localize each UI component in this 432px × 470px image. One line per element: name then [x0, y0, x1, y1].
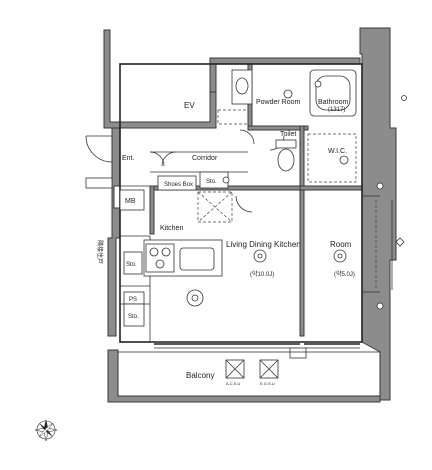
compass-rose-icon — [34, 419, 58, 442]
mb-box — [119, 189, 145, 211]
interior-wall-4 — [299, 185, 363, 191]
mb-label: MB — [125, 198, 136, 205]
powder-room-label: Powder Room — [256, 99, 301, 106]
sto-box-2 — [123, 251, 143, 275]
corridor-door-2 — [161, 151, 177, 167]
washbasin — [235, 77, 249, 95]
ac-label-2: E.G.S.U — [260, 381, 275, 386]
shoes-box-block — [157, 175, 197, 191]
powder-door — [239, 129, 255, 145]
corridor-door-1 — [149, 151, 165, 167]
toilet-bowl — [277, 148, 295, 172]
side-label: 隣接住戸 — [96, 240, 104, 264]
sto3-label: Sto. — [128, 314, 139, 320]
entrance-door-swing — [85, 135, 113, 163]
ev-label: EV — [184, 101, 195, 110]
ps-label: PS — [129, 297, 137, 303]
wic-outline — [307, 133, 357, 183]
balcony-label: Balcony — [186, 371, 214, 380]
interior-wall-1 — [247, 125, 309, 131]
interior-wall-5 — [299, 189, 305, 337]
shoes-box-label: Shoes Box — [164, 182, 193, 188]
balcony-area — [117, 351, 381, 397]
left-wall — [107, 127, 121, 337]
ac-label-1: A.C.S.U — [226, 381, 241, 386]
corridor-label: Corridor — [192, 155, 218, 162]
ent-step — [85, 177, 113, 189]
sto-label: Sto. — [206, 179, 217, 185]
kitchen-label: Kitchen — [160, 225, 183, 232]
sto2-label: Sto. — [126, 262, 137, 268]
room-size-label: (약5.0J) — [334, 270, 355, 278]
kitchen-sink — [179, 247, 215, 271]
bathroom-size-label: (1317) — [328, 107, 345, 113]
ldk-size-label: (약10.0J) — [250, 270, 274, 278]
room-label: Room — [330, 240, 352, 249]
bathroom-label: Bathroom — [318, 99, 349, 106]
ldk-label: Living Dining Kitchen — [226, 240, 301, 249]
wic-label: W.I.C. — [328, 148, 347, 155]
ent-label: Ent. — [122, 155, 135, 162]
interior-wall-7 — [149, 185, 155, 235]
ldk-door — [235, 195, 253, 213]
right-exterior-wall — [359, 27, 397, 401]
shaft-box — [197, 191, 233, 223]
washer-space — [217, 109, 249, 125]
interior-wall-2 — [299, 125, 305, 189]
toilet-label: Toilet — [280, 131, 296, 138]
sto-box-3 — [123, 303, 145, 327]
